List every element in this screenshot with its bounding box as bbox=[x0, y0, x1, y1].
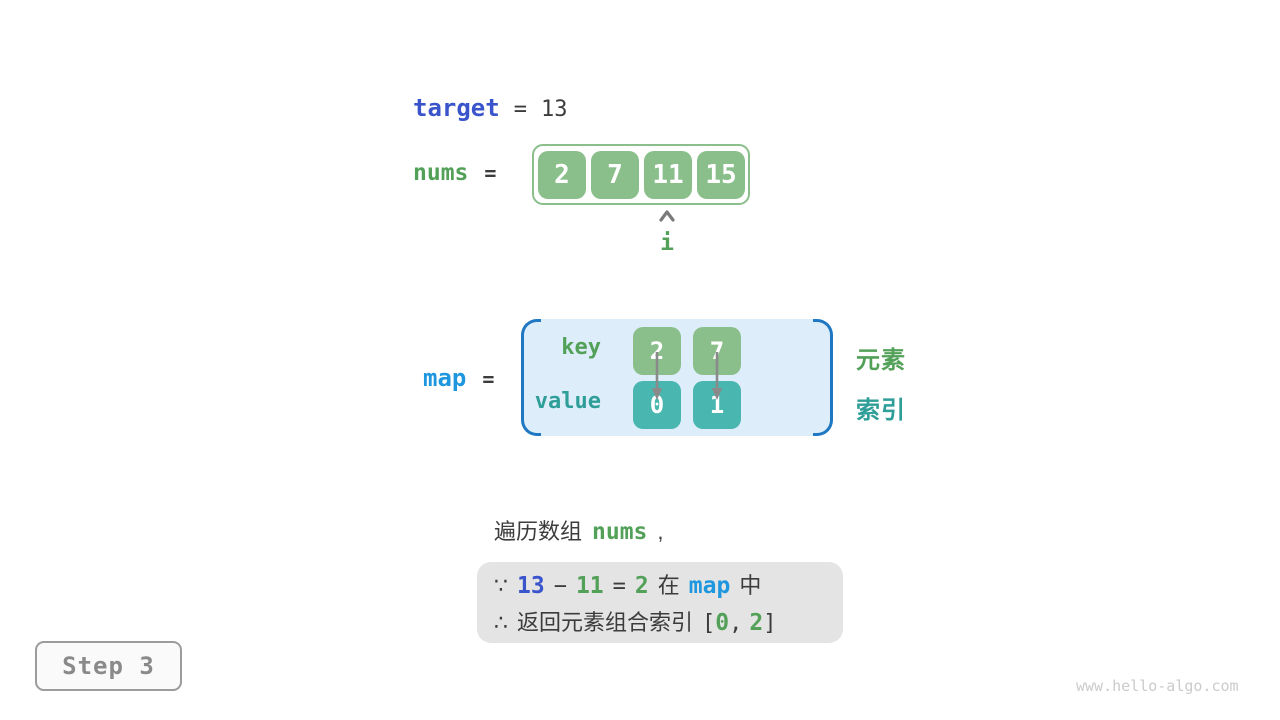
equals-sign: = bbox=[612, 574, 626, 599]
conclusion-line-because: ∵ 13 − 11 = 2 在 map 中 bbox=[494, 568, 826, 600]
right-bracket bbox=[813, 319, 833, 436]
key-to-value-arrow-icon bbox=[711, 352, 723, 400]
close-bracket: ] bbox=[763, 611, 777, 636]
second-index: 2 bbox=[749, 610, 764, 636]
map-key-cell: 7 bbox=[693, 327, 741, 375]
step-badge: Step 3 bbox=[35, 641, 182, 691]
array-cell: 15 bbox=[697, 150, 745, 199]
array-cell: 7 bbox=[591, 150, 639, 199]
pointer-label: i bbox=[660, 230, 674, 256]
watermark: www.hello-algo.com bbox=[1076, 677, 1239, 695]
map-keyword: map bbox=[423, 364, 467, 392]
subtrahend: 11 bbox=[575, 573, 604, 599]
caption-nums-keyword: nums bbox=[592, 519, 648, 545]
array-cell: 2 bbox=[538, 150, 586, 199]
first-index: 0 bbox=[715, 610, 730, 636]
nums-assignment: nums = bbox=[413, 160, 496, 186]
nums-array: 2 7 11 15 bbox=[532, 144, 750, 205]
in-prefix: 在 bbox=[657, 573, 680, 598]
map-equals: = bbox=[482, 367, 495, 391]
map-key-cell: 2 bbox=[633, 327, 681, 375]
nums-equals: = bbox=[484, 161, 497, 185]
nums-keyword: nums bbox=[413, 160, 469, 186]
conclusion-text: 返回元素组合索引 bbox=[517, 610, 694, 635]
difference: 2 bbox=[634, 573, 649, 599]
index-side-label: 索引 bbox=[856, 397, 906, 424]
map-box: key value 2 7 0 1 bbox=[521, 319, 833, 436]
pointer-caret-icon bbox=[659, 210, 675, 222]
map-assignment: map = bbox=[423, 364, 494, 392]
because-sign: ∵ bbox=[494, 573, 508, 598]
caption-text: 遍历数组 bbox=[494, 519, 583, 544]
caption-line: 遍历数组 nums , bbox=[494, 514, 664, 546]
conclusion-line-therefore: ∴ 返回元素组合索引 [ 0 , 2 ] bbox=[494, 605, 826, 637]
open-bracket: [ bbox=[702, 611, 716, 636]
caption-comma: , bbox=[657, 519, 664, 544]
map-key-label: key bbox=[561, 335, 601, 360]
target-keyword: target bbox=[413, 94, 500, 122]
target-assignment: target = 13 bbox=[413, 94, 567, 122]
in-suffix: 中 bbox=[739, 573, 762, 598]
index-pair: [ 0 , 2 ] bbox=[702, 610, 776, 636]
therefore-sign: ∴ bbox=[494, 610, 508, 635]
target-equals: = bbox=[513, 97, 527, 122]
element-side-label: 元素 bbox=[856, 347, 906, 374]
comma: , bbox=[729, 611, 743, 636]
map-keyword-inline: map bbox=[688, 573, 731, 599]
map-value-label: value bbox=[534, 389, 601, 414]
target-value: 13 bbox=[540, 97, 568, 122]
conclusion-box: ∵ 13 − 11 = 2 在 map 中 ∴ 返回元素组合索引 [ 0 , 2… bbox=[477, 562, 843, 643]
array-cell: 11 bbox=[644, 150, 692, 199]
left-bracket bbox=[521, 319, 541, 436]
minuend: 13 bbox=[517, 573, 545, 599]
minus-sign: − bbox=[553, 574, 567, 599]
key-to-value-arrow-icon bbox=[651, 352, 663, 400]
